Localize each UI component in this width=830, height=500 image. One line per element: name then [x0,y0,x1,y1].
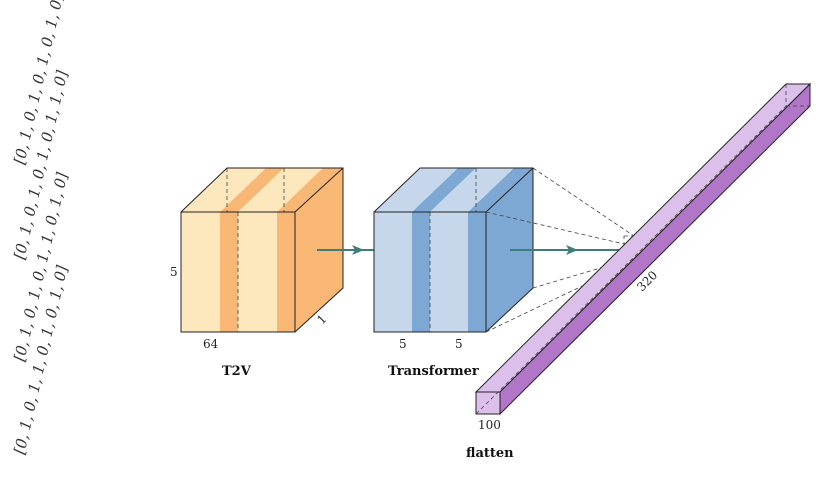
t2v-height-label: 5 [170,265,178,279]
t2v-panel-2 [238,212,277,332]
transformer-panel-2 [430,212,468,332]
transformer-label-b: 5 [455,337,463,351]
transformer-block: 5 5 Transformer [373,167,534,379]
t2v-slice-2 [277,212,295,332]
transformer-slice-2 [468,212,486,332]
flatten-title: flatten [466,446,514,461]
transformer-label-a: 5 [399,337,407,351]
t2v-width-label: 64 [203,337,219,351]
t2v-block: 5 64 1 T2V [170,167,344,379]
flatten-block: 100 320 flatten [466,82,812,461]
t2v-slice-1 [220,212,238,332]
transformer-slice-1 [412,212,430,332]
t2v-panel-1 [181,212,220,332]
flatten-width-label: 100 [478,418,501,432]
t2v-title: T2V [222,364,252,379]
input-vectors: [0, 1, 0, 1, 0, 1, 0, 1, 0, 1] [0, 1, 0,… [10,0,71,456]
transformer-title: Transformer [388,364,479,379]
transformer-panel-1 [374,212,412,332]
t2v-depth-label: 1 [314,312,329,327]
